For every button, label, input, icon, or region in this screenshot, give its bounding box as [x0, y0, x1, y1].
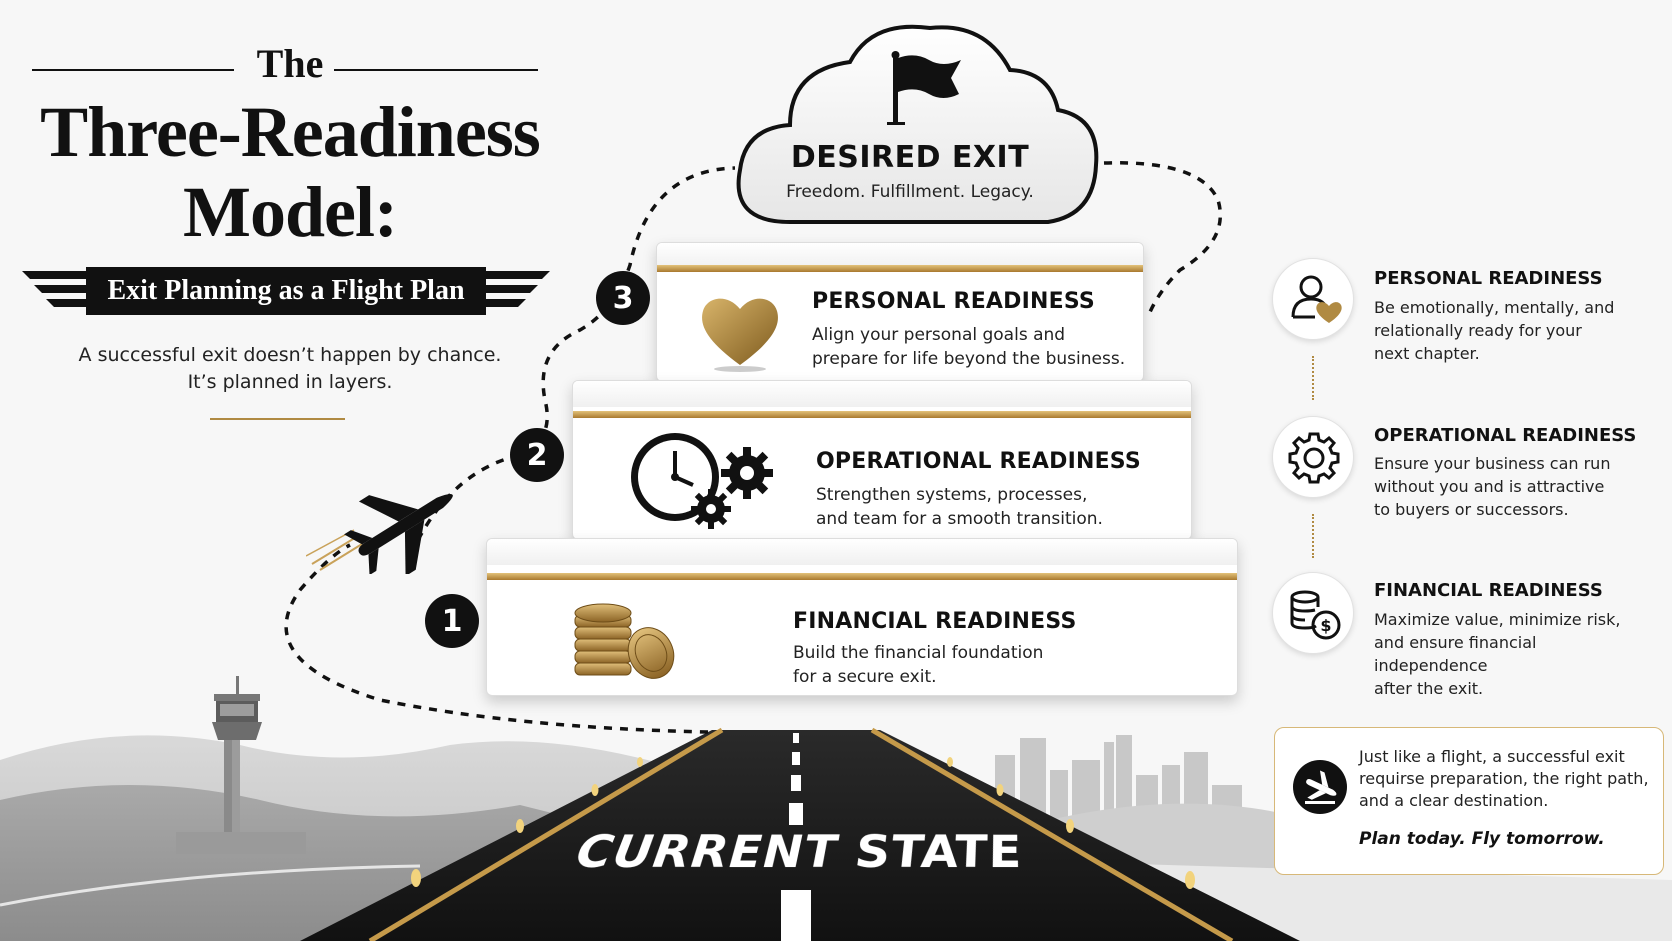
side-desc-line: relationally ready for your [1374, 321, 1582, 340]
gold-divider [210, 418, 345, 420]
side-desc-line: after the exit. [1374, 679, 1484, 698]
step-number-3: 3 [596, 271, 650, 325]
step-personal-readiness: PERSONAL READINESS Align your personal g… [656, 242, 1144, 382]
tagline: A successful exit doesn’t happen by chan… [40, 342, 540, 396]
connector-dots [1312, 514, 1314, 558]
side-desc-line: Ensure your business can run [1374, 454, 1611, 473]
desired-exit-title: DESIRED EXIT [790, 140, 1030, 175]
side-desc-financial: Maximize value, minimize risk, and ensur… [1374, 608, 1644, 700]
runway-centerline [781, 733, 811, 941]
tagline-line-1: A successful exit doesn’t happen by chan… [78, 344, 502, 366]
runway-label: CURRENT STATE [571, 826, 1029, 879]
side-desc-line: Be emotionally, mentally, and [1374, 298, 1615, 317]
svg-text:$: $ [1320, 616, 1331, 635]
title-line-main: Three-Readiness [40, 92, 541, 172]
airplane-landing-icon [1293, 760, 1347, 814]
step-financial-readiness: FINANCIAL READINESS Build the financial … [486, 538, 1238, 696]
gear-icon [1288, 432, 1340, 484]
step-description-1: Align your personal goals and [812, 325, 1066, 345]
note-line: Just like a flight, a successful exit [1359, 747, 1625, 766]
desired-exit-cloud [736, 24, 1099, 224]
airplane-icon [306, 494, 453, 574]
subtitle-banner: Exit Planning as a Flight Plan [86, 267, 486, 315]
side-title-operational: OPERATIONAL READINESS [1374, 425, 1637, 446]
side-desc-operational: Ensure your business can run without you… [1374, 452, 1644, 521]
wing-right-icon [486, 271, 550, 307]
flight-note-box: Just like a flight, a successful exit re… [1274, 727, 1664, 875]
side-desc-line: next chapter. [1374, 344, 1480, 363]
step-description-2: for a secure exit. [793, 667, 937, 687]
side-desc-line: without you and is attractive [1374, 477, 1605, 496]
step-title: FINANCIAL READINESS [793, 609, 1077, 634]
operational-readiness-badge [1272, 416, 1354, 498]
control-tower-icon [176, 676, 306, 854]
side-title-financial: FINANCIAL READINESS [1374, 580, 1603, 601]
title-rule-left [32, 69, 234, 71]
step-description-1: Build the financial foundation [793, 643, 1044, 663]
person-heart-icon [1291, 275, 1342, 323]
step-number-2: 2 [510, 428, 564, 482]
step-title: OPERATIONAL READINESS [816, 449, 1141, 474]
note-text: Just like a flight, a successful exit re… [1359, 746, 1649, 812]
coins-dollar-icon: $ [1290, 590, 1341, 640]
coins-icon [574, 603, 675, 679]
desired-exit-subtitle: Freedom. Fulfillment. Legacy. [786, 182, 1034, 202]
step-operational-readiness: OPERATIONAL READINESS Strengthen systems… [572, 380, 1192, 540]
step-description-2: prepare for life beyond the business. [812, 349, 1126, 369]
step-description-1: Strengthen systems, processes, [816, 485, 1088, 505]
title-prefix: The [256, 41, 324, 86]
side-desc-line: Maximize value, minimize risk, [1374, 610, 1621, 629]
side-title-personal: PERSONAL READINESS [1374, 268, 1603, 289]
flight-path [284, 543, 709, 734]
step-description-2: and team for a smooth transition. [816, 509, 1103, 529]
note-emphasis: Plan today. Fly tomorrow. [1359, 829, 1605, 849]
step-title: PERSONAL READINESS [812, 289, 1095, 314]
runway [300, 730, 1300, 941]
flag-icon [887, 51, 961, 125]
step-number-1: 1 [425, 594, 479, 648]
heart-icon [702, 298, 778, 372]
wing-left-icon [22, 271, 86, 307]
page-title: Three-Readiness Model: [20, 92, 560, 252]
tagline-line-2: It’s planned in layers. [187, 371, 393, 393]
financial-readiness-badge: $ [1272, 572, 1354, 654]
title-line-model: Model: [183, 172, 398, 252]
note-line: and a clear destination. [1359, 791, 1549, 810]
clock-gears-icon [631, 433, 773, 529]
personal-readiness-badge [1272, 258, 1354, 340]
title-rule-right [334, 69, 538, 71]
side-desc-personal: Be emotionally, mentally, and relational… [1374, 296, 1644, 365]
note-line: requirse preparation, the right path, [1359, 769, 1649, 788]
side-desc-line: and ensure financial independence [1374, 633, 1537, 675]
side-desc-line: to buyers or successors. [1374, 500, 1569, 519]
runway-lights [411, 757, 1195, 889]
connector-dots [1312, 356, 1314, 400]
